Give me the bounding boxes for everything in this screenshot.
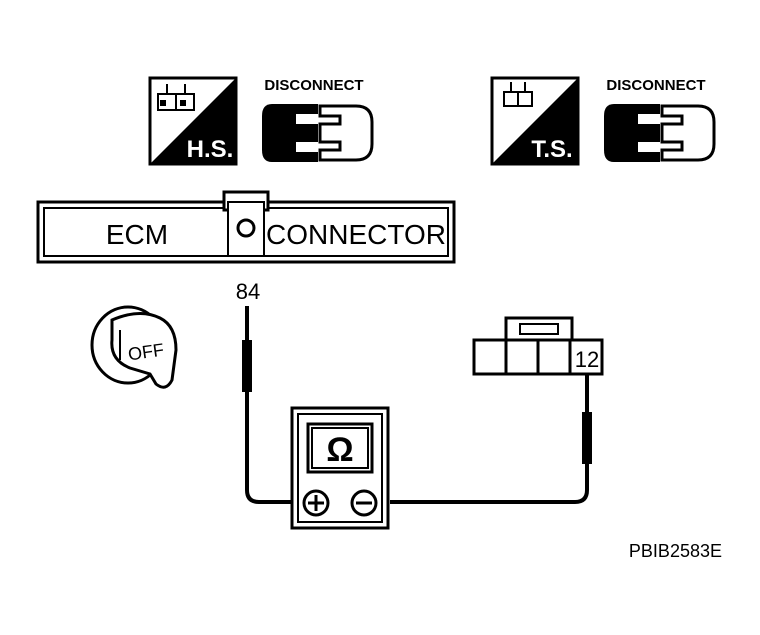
positive-terminal-icon	[302, 489, 330, 517]
ohmmeter: Ω	[290, 406, 390, 530]
harness-side-label: H.S.	[187, 136, 234, 163]
harness-side-icon	[157, 84, 195, 111]
terminal-side-badge: T.S.	[490, 76, 580, 166]
ignition-off-label: OFF	[127, 340, 165, 365]
sensor-terminal-probe	[390, 374, 592, 504]
ecm-terminal-probe: 84	[236, 279, 294, 504]
disconnect-caption-1: DISCONNECT	[264, 77, 363, 94]
ecm-terminal-number: 84	[236, 279, 260, 304]
ecm-label: ECM	[106, 219, 168, 250]
negative-terminal-icon	[350, 489, 378, 517]
harness-side-badge: H.S.	[148, 76, 238, 166]
disconnect-badge-1: DISCONNECT	[262, 77, 374, 162]
ecm-connector-banner: ECM CONNECTOR	[36, 190, 456, 264]
sensor-terminal-number: 12	[575, 347, 599, 372]
disconnect-badge-2: DISCONNECT	[604, 77, 716, 162]
ohm-symbol: Ω	[326, 431, 353, 469]
figure-code: PBIB2583E	[629, 541, 722, 561]
disconnect-caption-2: DISCONNECT	[606, 77, 705, 94]
terminal-side-icon	[503, 82, 533, 107]
disconnect-icon	[262, 104, 374, 162]
disconnect-icon	[604, 104, 716, 162]
connector-label: CONNECTOR	[266, 219, 446, 250]
ignition-switch-icon: OFF	[90, 305, 178, 389]
terminal-side-label: T.S.	[531, 136, 572, 163]
sensor-connector: 12	[472, 316, 604, 376]
